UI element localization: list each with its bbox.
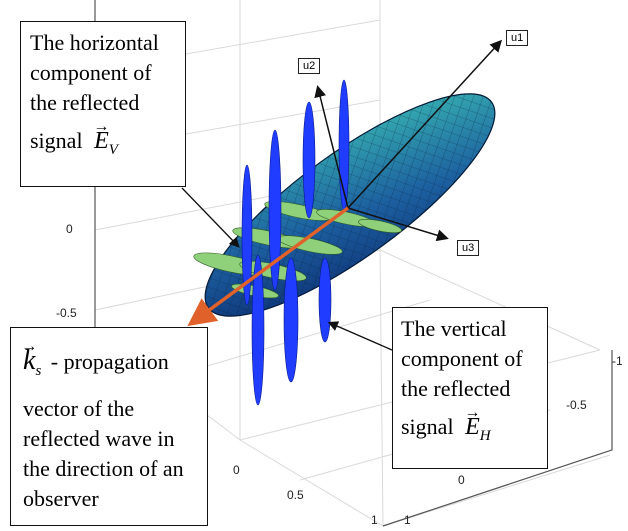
y-tick-neg05: -0.5 <box>566 398 587 412</box>
u2-label: u2 <box>298 58 321 74</box>
ev-symbol: E <box>94 126 109 156</box>
eh-pointer-line <box>327 321 393 351</box>
ks-first-suffix: - propagation <box>50 349 169 374</box>
ev-prefix: signal <box>30 128 83 153</box>
y-tick-0: 0 <box>458 473 465 487</box>
eh-callout: The vertical component of the reflected … <box>392 307 548 469</box>
x-tick-05: 0.5 <box>287 488 304 502</box>
eh-prefix: signal <box>401 414 454 439</box>
ev-subscript: V <box>108 142 118 158</box>
ev-line-3: the reflected <box>30 90 140 115</box>
ev-callout: The horizontal component of the reflecte… <box>20 21 186 187</box>
ev-pointer-line <box>181 187 240 248</box>
eh-line-2: component of <box>401 346 523 371</box>
ks-line-2: reflected wave in <box>23 426 175 451</box>
u2-axis-arrow <box>314 85 349 209</box>
propagation-vector-arrow <box>187 206 350 327</box>
ks-line-3: the direction of an <box>23 456 184 481</box>
z-tick-neg05: -0.5 <box>56 306 77 320</box>
ev-line-1: The horizontal <box>30 30 159 55</box>
z-tick-0: 0 <box>66 222 73 236</box>
ks-callout: ks - propagation vector of the reflected… <box>10 327 208 526</box>
ks-line-4: observer <box>23 486 99 511</box>
x-tick-0: 0 <box>233 463 240 477</box>
u1-label: u1 <box>506 30 529 46</box>
y-tick-neg1: -1 <box>612 354 623 368</box>
local-axes <box>314 39 503 242</box>
ks-symbol: k <box>23 344 35 378</box>
eh-subscript: H <box>479 428 491 444</box>
eh-line-1: The vertical <box>401 316 507 341</box>
ks-subscript: s <box>35 363 42 379</box>
u3-axis-arrow <box>347 207 449 242</box>
eh-symbol: E <box>465 412 480 442</box>
ks-line-1: vector of the <box>23 396 135 421</box>
x-tick-1: 1 <box>371 513 378 527</box>
vertical-component-wave <box>241 79 350 406</box>
u3-label: u3 <box>457 240 480 256</box>
u1-axis-arrow <box>347 39 503 209</box>
corner-tick-1: 1 <box>404 513 411 527</box>
eh-line-3: the reflected <box>401 376 511 401</box>
ev-line-2: component of <box>30 60 152 85</box>
